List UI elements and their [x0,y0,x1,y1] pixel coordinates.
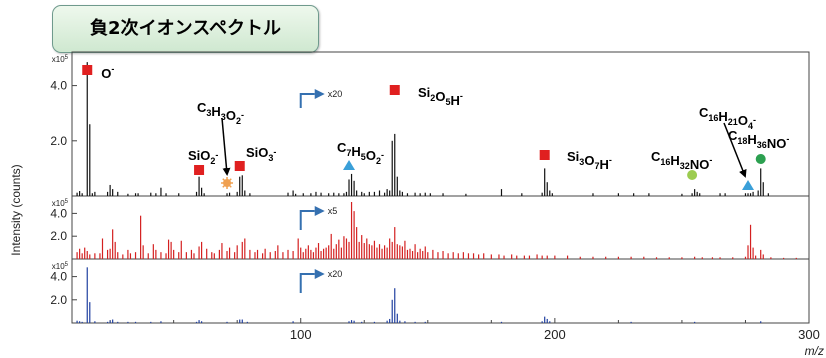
panel-frame-bottom [71,258,810,324]
scale-label: x105 [52,262,69,271]
triangle-marker-icon [343,160,356,170]
y-tick-label: 2.0 [50,229,67,243]
chart-title: 負2次イオンスペクトル [90,18,281,39]
x-tick-label: 300 [798,327,820,342]
circle-marker-icon [755,154,766,164]
square-marker-icon [539,150,550,160]
square-marker-icon [194,165,205,175]
peak-label: C18H36NO- [728,128,789,151]
y-tick-label: 4.0 [50,79,67,93]
square-marker-icon [234,161,245,171]
y-axis-label: Intensity (counts) [9,164,23,255]
y-tick-label: 2.0 [50,293,67,307]
multiplier-label: x20 [328,269,343,279]
y-tick-label: 4.0 [50,270,67,284]
scale-label: x105 [52,199,69,208]
annotation-arrow [723,122,747,178]
triangle-marker-icon [742,180,755,190]
x-tick-label: 200 [544,327,566,342]
panel-frame-middle [71,195,810,260]
circle-marker-icon [687,170,698,180]
y-tick-label: 4.0 [50,206,67,220]
panel-frame-top [71,51,810,197]
peak-label: SiO2- [188,148,218,166]
multiplier-bracket [299,273,315,293]
star-ray [226,178,232,184]
multiplier-arrow-icon [314,269,325,279]
x-axis-label: m/z [805,344,824,358]
y-tick-label: 2.0 [50,134,67,148]
square-marker-icon [389,85,400,95]
multiplier-arrow-icon [314,206,325,216]
multiplier-label: x5 [328,206,338,216]
peak-label: Si2O5H- [418,85,463,108]
annotation-arrow [221,117,231,176]
x-tick-label: 100 [290,327,312,342]
scale-label: x105 [52,55,69,64]
chart-title-box: 負2次イオンスペクトル [52,5,319,53]
peak-label: O- [101,64,114,81]
square-marker-icon [82,65,93,75]
multiplier-arrow-icon [314,89,325,99]
peak-label: C16H32NO- [651,149,712,172]
peak-label: C16H21O4- [699,105,756,131]
multiplier-bracket [299,210,315,230]
multiplier-bracket [299,93,315,108]
multiplier-label: x20 [328,89,343,99]
peak-label: Si3O7H- [567,149,612,172]
peak-label: SiO3- [246,145,276,163]
peak-label: C3H3O2- [197,100,244,126]
peak-label: C7H5O2- [337,140,384,166]
